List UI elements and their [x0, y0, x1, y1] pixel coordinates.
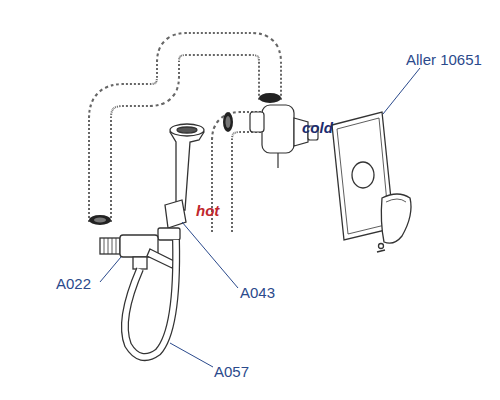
part-number: A057: [214, 364, 249, 379]
model-name: Aller 10651: [406, 52, 482, 67]
angle-valve: [100, 235, 176, 269]
part-number: A043: [240, 285, 275, 300]
pipe-ends: [89, 93, 281, 225]
pipe-label: hot: [196, 203, 219, 218]
hose: [125, 240, 176, 357]
bidet-shower-head: [170, 124, 204, 210]
dotted-pipes: [100, 44, 270, 232]
part-number: A022: [56, 276, 91, 291]
mixer-body: [250, 105, 318, 168]
pipe-label: cold: [302, 120, 333, 135]
lever-handle: [377, 194, 411, 252]
leader-lines: [100, 68, 420, 367]
holder: [158, 200, 186, 240]
